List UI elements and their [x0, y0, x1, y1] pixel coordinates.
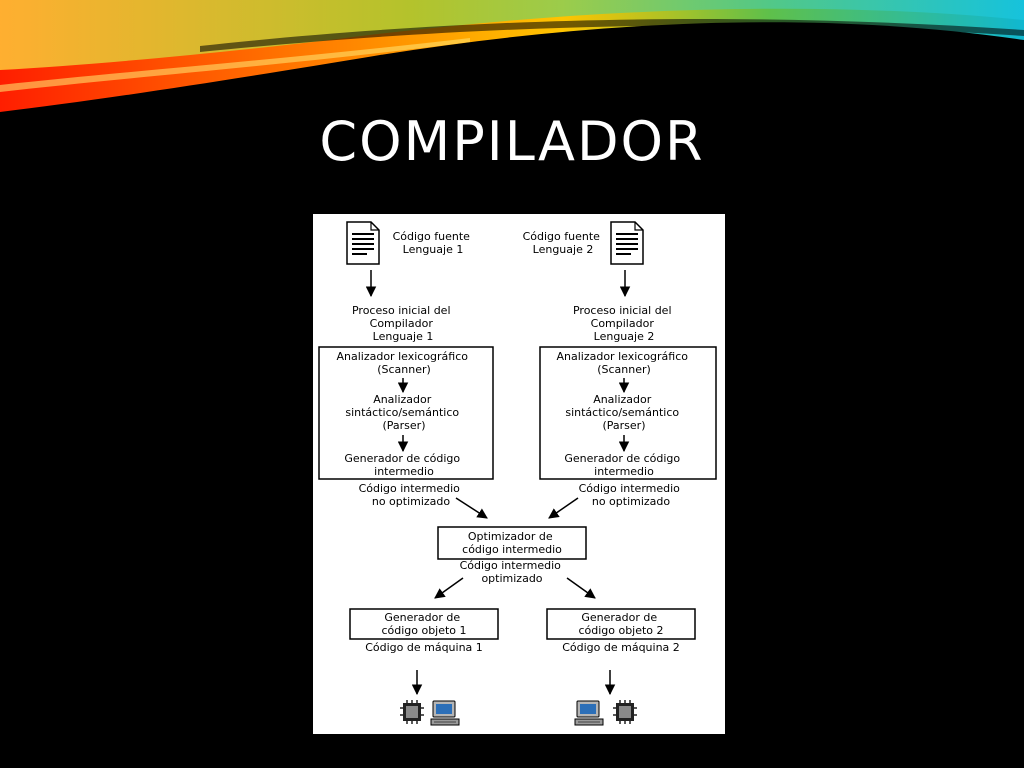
- flow-arrow: [434, 577, 464, 599]
- optimized-code-label: Código intermedio optimizado: [460, 559, 565, 585]
- source-label: Código fuente Lenguaje 1: [393, 230, 474, 256]
- flow-arrow: [566, 577, 596, 599]
- backend-box: [546, 608, 696, 640]
- scanner-label: Analizador lexicográfico (Scanner): [336, 350, 471, 376]
- computer-icon: [430, 700, 460, 726]
- decorative-banner: [0, 0, 1024, 112]
- computer-icon: [574, 700, 604, 726]
- slide-title: COMPILADOR: [319, 110, 705, 173]
- compiler-diagram: Código fuente Lenguaje 1 Código fuente L…: [313, 214, 725, 734]
- machine-code-label: Código de máquina 1: [365, 641, 483, 654]
- optimizer-box: [437, 526, 587, 560]
- intermediate-generator-label: Generador de código intermedio: [564, 452, 683, 478]
- document-icon: [610, 221, 644, 265]
- machine-code-label: Código de máquina 2: [562, 641, 680, 654]
- backend-box: [349, 608, 499, 640]
- chip-icon: [399, 699, 425, 725]
- document-icon: [346, 221, 380, 265]
- flow-arrow: [455, 497, 488, 519]
- source-label: Código fuente Lenguaje 2: [523, 230, 604, 256]
- unoptimized-code-label: Código intermedio no optimizado: [579, 482, 684, 508]
- flow-arrow: [548, 497, 579, 519]
- intermediate-generator-label: Generador de código intermedio: [344, 452, 463, 478]
- frontend-heading: Proceso inicial del Compilador Lenguaje …: [352, 304, 454, 343]
- backend-label: Generador de código objeto 1: [381, 611, 466, 637]
- frontend-box: [539, 346, 717, 480]
- unoptimized-code-label: Código intermedio no optimizado: [359, 482, 464, 508]
- parser-label: Analizador sintáctico/semántico (Parser): [345, 393, 462, 432]
- frontend-box: [318, 346, 494, 480]
- parser-label: Analizador sintáctico/semántico (Parser): [565, 393, 682, 432]
- backend-label: Generador de código objeto 2: [578, 611, 663, 637]
- scanner-label: Analizador lexicográfico (Scanner): [556, 350, 691, 376]
- optimizer-label: Optimizador de código intermedio: [462, 530, 562, 556]
- frontend-heading: Proceso inicial del Compilador Lenguaje …: [573, 304, 675, 343]
- chip-icon: [612, 699, 638, 725]
